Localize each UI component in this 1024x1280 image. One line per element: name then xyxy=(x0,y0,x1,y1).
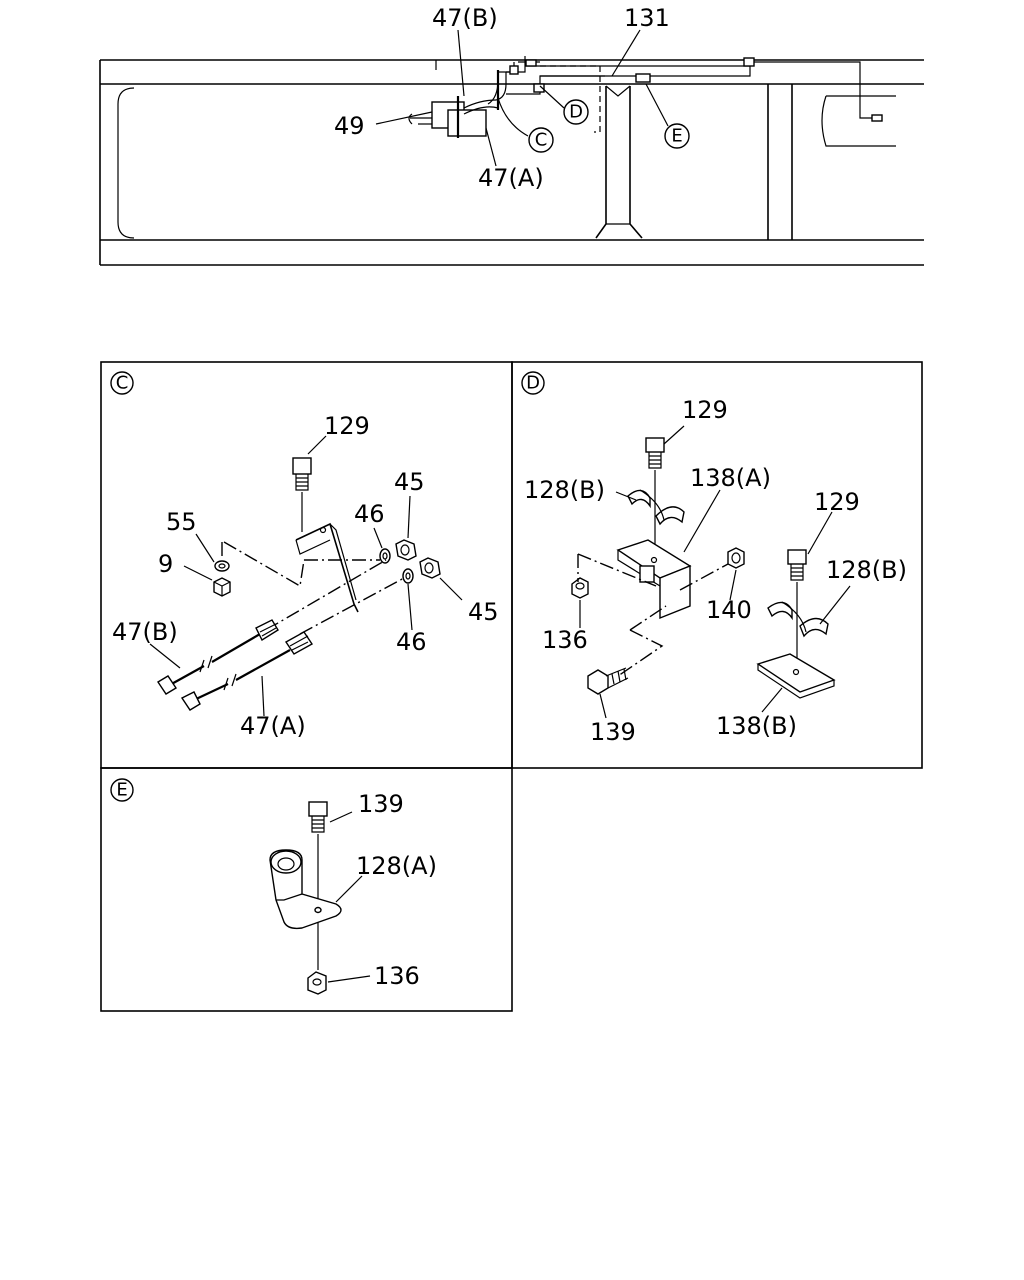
vehicle-frame-outline xyxy=(99,59,924,266)
nut-9 xyxy=(213,577,231,597)
nut-136 xyxy=(571,577,589,599)
overview-callout-c[interactable]: C xyxy=(528,127,554,153)
label-c-47b: 47(B) xyxy=(112,618,178,646)
brake-pipe-lines xyxy=(487,56,883,122)
label-d-138b: 138(B) xyxy=(716,712,797,740)
label-e-128a: 128(A) xyxy=(356,852,437,880)
detail-panel-d: D xyxy=(511,361,923,769)
detail-panel-e: E 139 128(A) 136 xyxy=(100,767,513,1012)
pipe-47a xyxy=(180,631,314,711)
clamp-128a xyxy=(269,849,342,930)
nut-136-e xyxy=(307,971,327,995)
washer-46-top xyxy=(379,548,391,564)
bolt-129 xyxy=(292,457,312,491)
washer-46-bottom xyxy=(402,568,414,584)
label-d-128b-right: 128(B) xyxy=(826,556,907,584)
nut-140 xyxy=(727,547,745,569)
bolt-139-e xyxy=(308,801,328,833)
svg-text:D: D xyxy=(526,373,540,394)
pipe-47b xyxy=(157,619,279,695)
label-d-139: 139 xyxy=(590,718,636,746)
bolt-129-left xyxy=(645,437,665,469)
label-e-139: 139 xyxy=(358,790,404,818)
callout-d-letter: D xyxy=(569,102,583,123)
label-c-46-top: 46 xyxy=(354,500,385,528)
label-c-45-top: 45 xyxy=(394,468,425,496)
panel-e-tag: E xyxy=(110,778,134,802)
overview-callout-d[interactable]: D xyxy=(563,99,589,125)
label-d-129-right: 129 xyxy=(814,488,860,516)
plate-138b xyxy=(756,653,836,699)
label-c-46-bottom: 46 xyxy=(396,628,427,656)
washer-55 xyxy=(214,560,230,572)
overview-label-131: 131 xyxy=(624,4,670,32)
label-d-128b-left: 128(B) xyxy=(524,476,605,504)
svg-text:C: C xyxy=(116,373,129,394)
overview-label-49: 49 xyxy=(334,112,365,140)
overview-callout-e[interactable]: E xyxy=(664,123,690,149)
brake-valve-assembly xyxy=(408,70,500,138)
panel-d-tag: D xyxy=(521,371,545,395)
label-e-136: 136 xyxy=(374,962,420,990)
detail-panel-c: C xyxy=(100,361,513,769)
overview-label-47b: 47(B) xyxy=(432,4,498,32)
label-c-129: 129 xyxy=(324,412,370,440)
bolt-139 xyxy=(587,667,629,695)
nut-45-top xyxy=(395,539,417,561)
label-d-129-left: 129 xyxy=(682,396,728,424)
clamp-128b-right xyxy=(767,601,829,638)
label-d-140: 140 xyxy=(706,596,752,624)
panel-c-tag: C xyxy=(110,371,134,395)
label-c-47a: 47(A) xyxy=(240,712,306,740)
label-d-138a: 138(A) xyxy=(690,464,771,492)
svg-text:E: E xyxy=(116,780,127,801)
overview-section: 47(B) 131 49 47(A) C D E xyxy=(99,4,924,266)
callout-c-letter: C xyxy=(535,130,548,151)
bolt-129-right xyxy=(787,549,807,581)
label-d-136: 136 xyxy=(542,626,588,654)
label-c-9: 9 xyxy=(158,550,173,578)
callout-e-letter: E xyxy=(671,126,682,147)
label-c-55: 55 xyxy=(166,508,197,536)
bracket-138a xyxy=(616,539,692,620)
label-c-45-right: 45 xyxy=(468,598,499,626)
mounting-bracket xyxy=(295,522,359,613)
overview-leaders xyxy=(375,29,669,167)
overview-label-47a: 47(A) xyxy=(478,164,544,192)
nut-45-right xyxy=(419,557,441,579)
clamp-128b-left xyxy=(627,489,685,526)
